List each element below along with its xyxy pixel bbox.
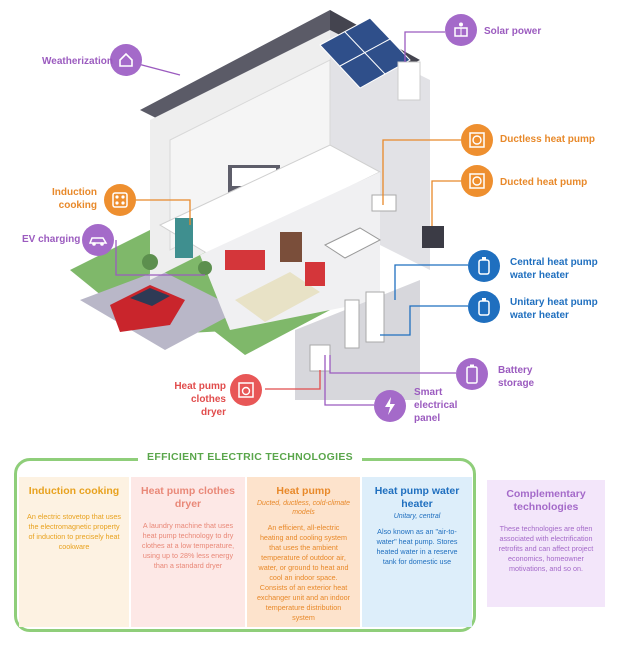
- legend-heat-pump-body: An efficient, all-electric heating and c…: [256, 523, 351, 622]
- legend-heat-pump-title: Heat pump: [276, 485, 331, 497]
- legend-complementary-title: Complementary technologies: [506, 488, 586, 513]
- battery-storage-label: Battery storage: [498, 364, 534, 390]
- battery-storage-icon: [456, 358, 488, 390]
- battery-storage-line2: storage: [498, 378, 535, 389]
- legend-induction-title: Induction cooking: [28, 485, 120, 497]
- smart-panel-line3: panel: [414, 413, 441, 424]
- unitary-hp-water-heater-line2: water heater: [510, 310, 569, 321]
- unitary-water-heater-icon: [468, 291, 500, 323]
- legend-induction-body: An electric stovetop that uses the elect…: [27, 512, 121, 551]
- solar-power-label: Solar power: [484, 26, 542, 37]
- legend-heat-pump-subtitle: Ducted, ductless, cold-climate models: [257, 500, 350, 516]
- induction-cooking-label-line2: cooking: [58, 200, 97, 211]
- smart-panel-line1: Smart: [414, 387, 443, 398]
- legend-dryer-title: Heat pump clothes dryer: [141, 485, 235, 510]
- unitary-hp-water-heater-line1: Unitary heat pump: [510, 297, 598, 308]
- hp-clothes-dryer-line2: clothes dryer: [190, 394, 226, 418]
- ducted-heat-pump-label: Ducted heat pump: [500, 177, 588, 188]
- legend-complementary-body: These technologies are often associated …: [498, 524, 594, 573]
- solar-power-icon: [445, 14, 477, 46]
- house-illustration: [70, 10, 468, 406]
- legend-water-heater-title: Heat pump water heater: [374, 485, 460, 510]
- central-hp-water-heater-line2: water heater: [510, 270, 569, 281]
- legend-clothes-dryer: Heat pump clothes dryer A laundry machin…: [131, 477, 245, 627]
- central-hp-water-heater-line1: Central heat pump: [510, 257, 598, 268]
- legend-dryer-body: A laundry machine that uses heat pump te…: [141, 521, 235, 570]
- unitary-hp-water-heater-label: Unitary heat pump water heater: [510, 296, 598, 322]
- smart-panel-label: Smart electrical panel: [414, 386, 457, 425]
- legend-title: EFFICIENT ELECTRIC TECHNOLOGIES: [138, 451, 362, 463]
- weatherization-label: Weatherization: [42, 56, 113, 67]
- smart-panel-icon: [374, 390, 406, 422]
- induction-cooking-label-line1: Induction: [52, 187, 97, 198]
- weatherization-icon: [110, 44, 142, 76]
- smart-panel-line2: electrical: [414, 400, 458, 411]
- legend-water-heater-body: Also known as an "air-to-water" heat pum…: [376, 527, 458, 566]
- induction-cooking-icon: [104, 184, 136, 216]
- legend-water-heater: Heat pump water heater Unitary, central …: [362, 477, 472, 627]
- hp-clothes-dryer-label: Heat pump clothes dryer: [168, 380, 226, 419]
- induction-cooking-label: Induction cooking: [52, 186, 97, 212]
- hp-clothes-dryer-line1: Heat pump: [174, 381, 226, 392]
- central-water-heater-icon: [468, 250, 500, 282]
- central-hp-water-heater-label: Central heat pump water heater: [510, 256, 598, 282]
- ev-charging-icon: [82, 224, 114, 256]
- clothes-dryer-icon: [230, 374, 262, 406]
- legend-complementary: Complementary technologies These technol…: [487, 480, 605, 607]
- legend-water-heater-subtitle: Unitary, central: [393, 513, 441, 520]
- ductless-heat-pump-label: Ductless heat pump: [500, 134, 596, 145]
- ducted-heat-pump-icon: [461, 165, 493, 197]
- ductless-heat-pump-icon: [461, 124, 493, 156]
- ev-charging-label: EV charging: [22, 234, 81, 245]
- legend-heat-pump: Heat pump Ducted, ductless, cold-climate…: [247, 477, 360, 627]
- battery-storage-line1: Battery: [498, 365, 533, 376]
- legend-induction-cooking: Induction cooking An electric stovetop t…: [19, 477, 129, 627]
